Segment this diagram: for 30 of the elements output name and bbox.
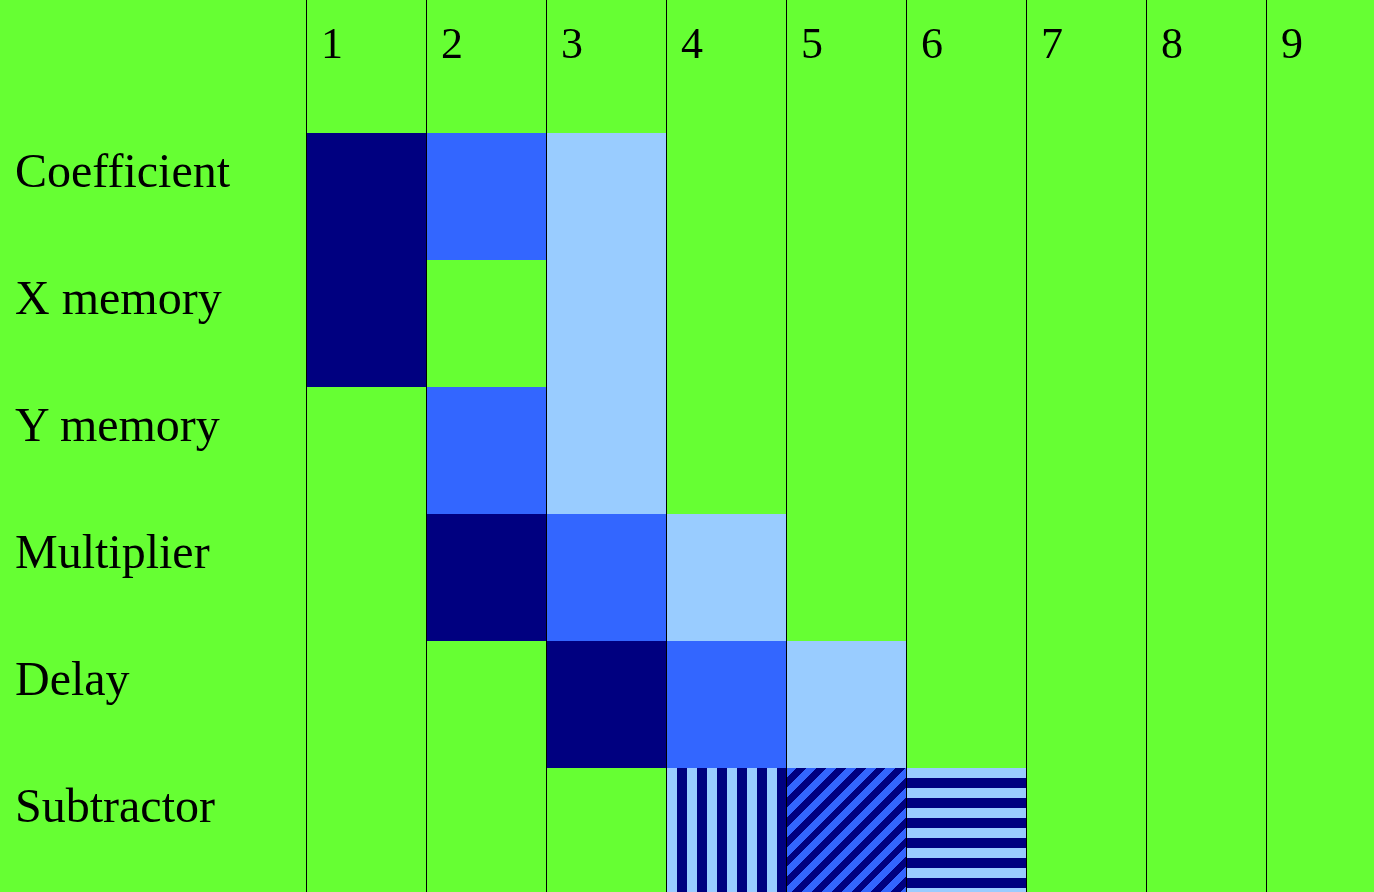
row-label: Coefficient <box>15 147 231 195</box>
occupied-slot <box>427 133 547 260</box>
row-label: Y memory <box>15 401 220 449</box>
column-number: 5 <box>801 22 823 66</box>
column-number: 8 <box>1161 22 1183 66</box>
row-label: X memory <box>15 274 222 322</box>
occupied-slot <box>667 768 787 892</box>
column-number: 2 <box>441 22 463 66</box>
occupied-slot <box>307 133 427 260</box>
occupied-slot <box>427 514 547 641</box>
column-number: 3 <box>561 22 583 66</box>
row-label: Subtractor <box>15 782 215 830</box>
column-number: 4 <box>681 22 703 66</box>
occupied-slot <box>547 133 667 260</box>
occupied-slot <box>547 641 667 768</box>
occupied-slot <box>667 641 787 768</box>
occupied-slot <box>547 514 667 641</box>
occupied-slot <box>307 260 427 387</box>
column-number: 7 <box>1041 22 1063 66</box>
column-number: 6 <box>921 22 943 66</box>
row-label: Delay <box>15 655 130 703</box>
column-number: 9 <box>1281 22 1303 66</box>
column-number: 1 <box>321 22 343 66</box>
occupied-slot <box>787 641 907 768</box>
occupied-slot <box>787 768 907 892</box>
occupied-slot <box>907 768 1027 892</box>
row-label: Multiplier <box>15 528 210 576</box>
occupied-slot <box>667 514 787 641</box>
occupied-slot <box>547 387 667 514</box>
occupied-slot <box>427 387 547 514</box>
